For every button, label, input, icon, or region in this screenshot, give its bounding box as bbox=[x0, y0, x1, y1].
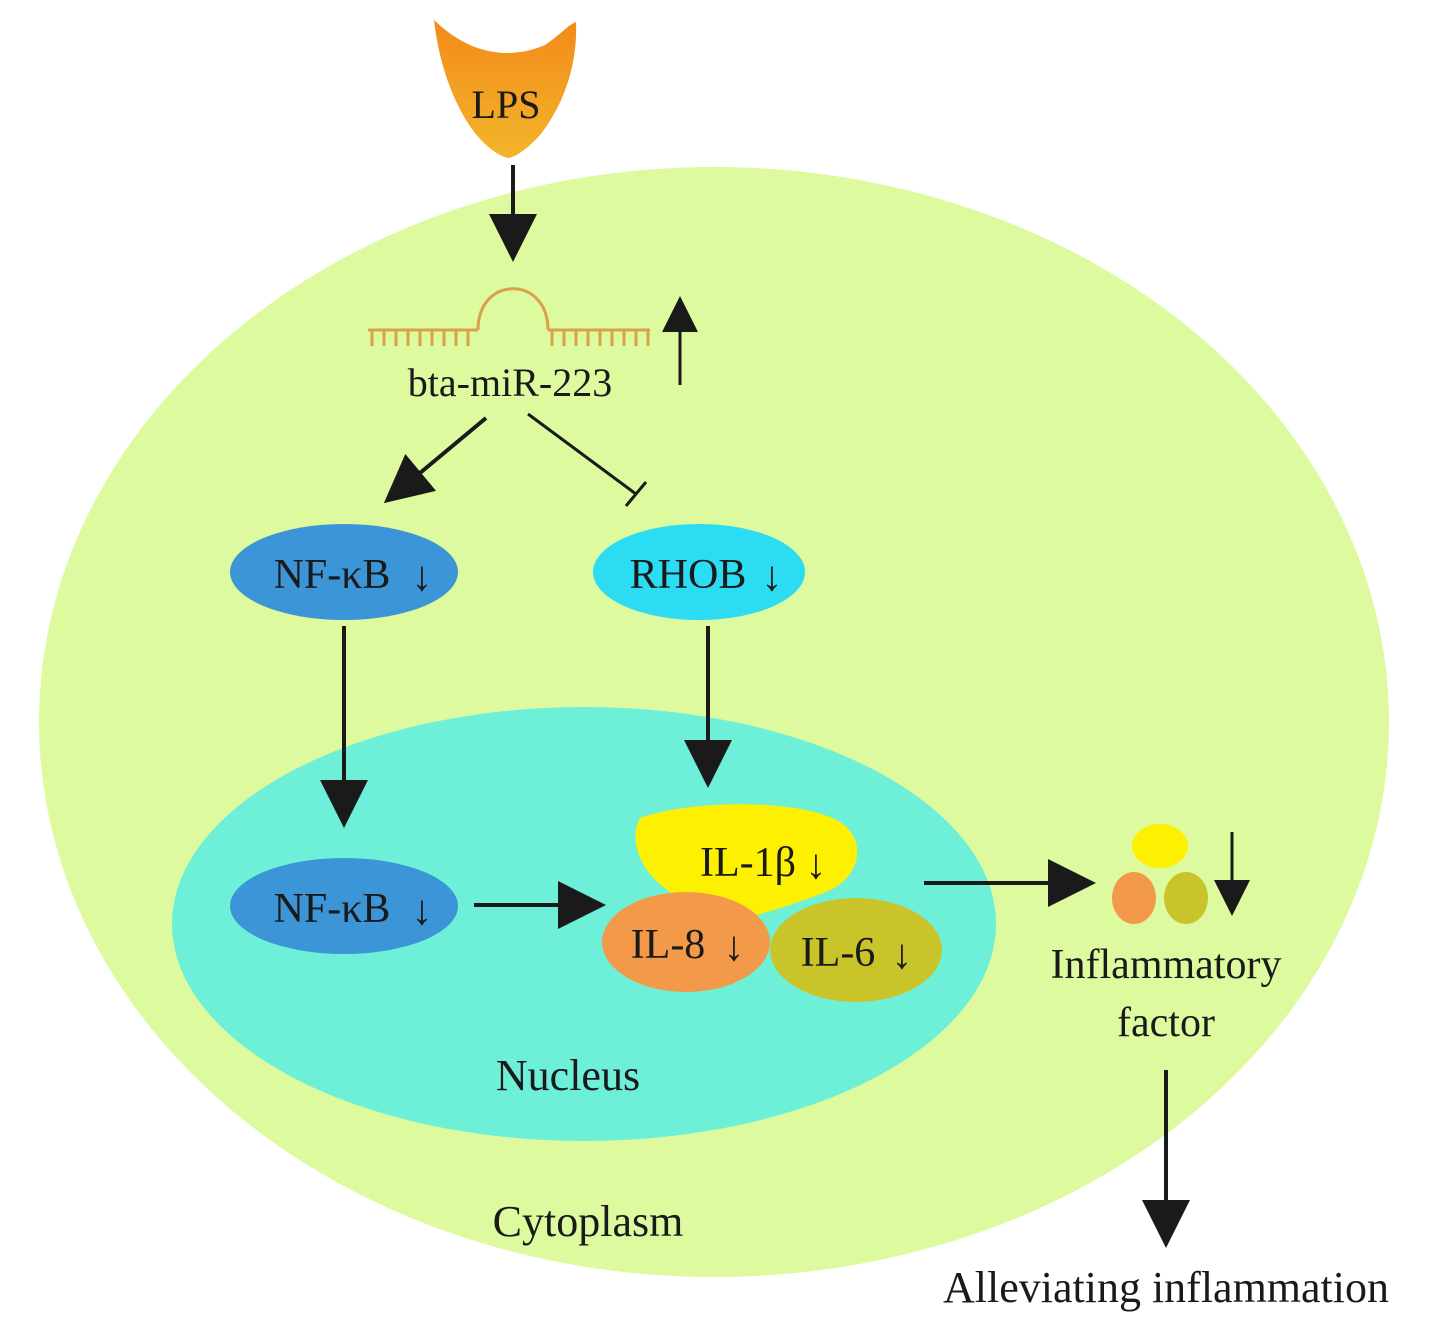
inhibition-mirna-to-rhob bbox=[527, 412, 648, 507]
rhob-node: RHOB ↓ bbox=[593, 524, 805, 620]
nfkb-cytoplasm-down-arrow: ↓ bbox=[412, 554, 433, 600]
nucleus-label: Nucleus bbox=[496, 1051, 640, 1100]
il8-label: IL-8 bbox=[631, 922, 706, 968]
nfkb-nucleus-down-arrow: ↓ bbox=[412, 888, 433, 934]
cytokine-cluster: IL-1β ↓ IL-6 ↓ IL-8 ↓ bbox=[602, 804, 942, 1002]
cytoplasm-label: Cytoplasm bbox=[493, 1197, 684, 1246]
arrow-mirna-to-nfkb bbox=[383, 416, 488, 504]
nfkb-nucleus-node: NF-κB ↓ bbox=[230, 858, 458, 954]
mirna-hairpin-icon bbox=[368, 287, 650, 346]
nfkb-cytoplasm-label: NF-κB bbox=[274, 552, 391, 598]
lps-node: LPS bbox=[434, 20, 577, 158]
rhob-down-arrow: ↓ bbox=[762, 554, 783, 600]
il6-label: IL-6 bbox=[801, 930, 876, 976]
inflammatory-factor-label-line2: factor bbox=[1117, 1000, 1215, 1046]
lps-label: LPS bbox=[472, 82, 541, 127]
il8-down-arrow: ↓ bbox=[724, 924, 745, 970]
il8-shape bbox=[602, 892, 770, 992]
il1b-shape bbox=[635, 804, 858, 918]
nfkb-cytoplasm-node: NF-κB ↓ bbox=[230, 524, 458, 620]
il6-down-arrow: ↓ bbox=[892, 932, 913, 978]
il6-shape bbox=[770, 898, 942, 1002]
inflammatory-factor-icon bbox=[1112, 824, 1208, 924]
rhob-label: RHOB bbox=[630, 552, 747, 598]
il1b-label: IL-1β bbox=[700, 840, 796, 886]
nfkb-nucleus-label: NF-κB bbox=[274, 886, 391, 932]
outcome-label: Alleviating inflammation bbox=[943, 1263, 1389, 1312]
il1b-down-arrow: ↓ bbox=[806, 842, 827, 888]
mirna-label: bta-miR-223 bbox=[408, 360, 612, 405]
inflammatory-factor-label-line1: Inflammatory bbox=[1051, 942, 1282, 988]
lps-shape bbox=[434, 20, 577, 158]
